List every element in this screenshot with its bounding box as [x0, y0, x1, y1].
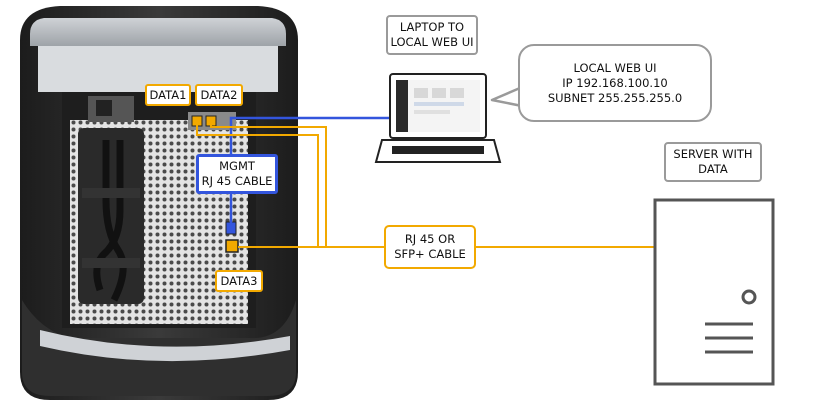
data1-cable [196, 121, 319, 248]
port-data3 [225, 239, 239, 253]
power-cord [93, 140, 127, 302]
data3-label-text: DATA3 [220, 273, 258, 288]
data1-label: DATA1 [145, 84, 191, 106]
data2-label-text: DATA2 [200, 87, 238, 102]
data1-label-text: DATA1 [149, 87, 187, 102]
mgmt-cable-label: MGMT RJ 45 CABLE [196, 154, 278, 194]
device-foot-accent [40, 330, 290, 362]
server-label-line-2: DATA [698, 162, 728, 176]
web-ui-ip: IP 192.168.100.10 [562, 75, 668, 90]
laptop-icon [374, 73, 502, 163]
laptop-label: LAPTOP TO LOCAL WEB UI [386, 15, 478, 55]
server-label-line-1: SERVER WITH [673, 147, 753, 161]
data2-cable [210, 121, 327, 248]
server-power-button [741, 289, 757, 305]
data3-label: DATA3 [215, 270, 263, 292]
cable-label-line-2: SFP+ CABLE [394, 247, 466, 261]
mgmt-label-line-2: RJ 45 CABLE [201, 174, 273, 188]
laptop-label-line-1: LAPTOP TO [399, 20, 465, 34]
bubble-tail [490, 86, 523, 108]
device-rear-view [20, 6, 298, 400]
laptop-label-line-2: LOCAL WEB UI [390, 35, 474, 49]
server-label: SERVER WITH DATA [664, 142, 762, 182]
mgmt-label-line-1: MGMT [219, 159, 255, 173]
power-cord-bracket [78, 128, 144, 304]
server-icon [653, 198, 775, 386]
data2-label: DATA2 [195, 84, 243, 106]
psu-switch [96, 100, 112, 116]
cable-label-line-1: RJ 45 OR [404, 232, 456, 246]
device-handle [30, 18, 286, 46]
web-ui-bubble: LOCAL WEB UI IP 192.168.100.10 SUBNET 25… [518, 44, 712, 122]
web-ui-title: LOCAL WEB UI [573, 60, 657, 75]
web-ui-subnet: SUBNET 255.255.255.0 [547, 90, 683, 105]
rj45-sfp-cable-label: RJ 45 OR SFP+ CABLE [384, 225, 476, 269]
